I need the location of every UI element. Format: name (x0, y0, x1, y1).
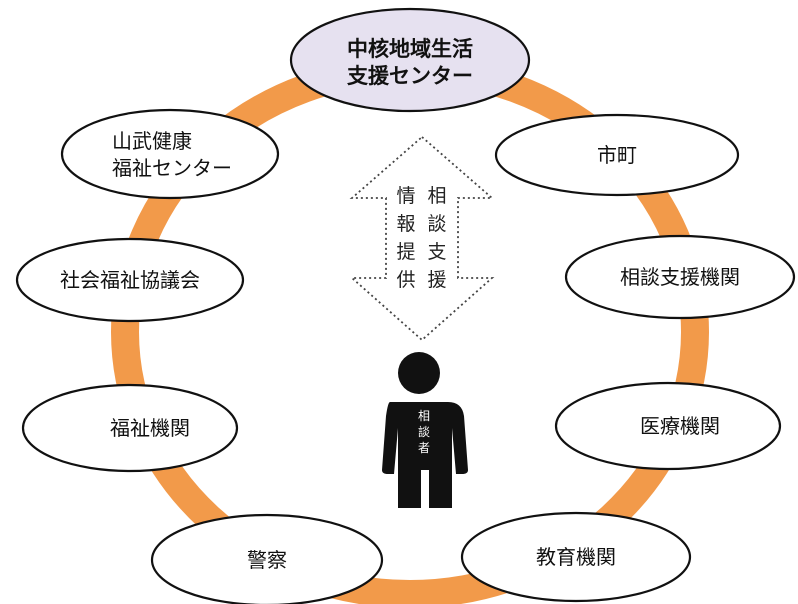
node-shimachi-ellipse (494, 113, 740, 197)
arrow-label-support-3: 支 (427, 241, 446, 263)
node-keisatsu-ellipse (150, 513, 384, 604)
arrow-label-info-4: 供 (396, 269, 415, 291)
person-label-3: 者 (418, 441, 430, 455)
arrow-label-support-2: 談 (427, 213, 446, 235)
node-shimachi-label: 市町 (597, 143, 637, 167)
node-shakai-label: 社会福祉協議会 (60, 268, 200, 292)
node-center: 中核地域生活 支援センター (289, 7, 531, 113)
info-support-arrow: 情 報 提 供 相 談 支 援 (349, 135, 495, 342)
double-arrow-shape (349, 135, 495, 342)
node-yamatake-ellipse (60, 108, 280, 200)
person-body (382, 402, 468, 508)
person-label-2: 談 (418, 424, 430, 439)
node-fukushi-ellipse (21, 383, 239, 473)
node-center-line2: 支援センター (347, 64, 473, 88)
arrow-label-support-1: 相 (427, 185, 446, 207)
arrow-label-info-3: 提 (396, 241, 415, 263)
consulter-person-icon: 相 談 者 (382, 352, 468, 508)
node-center-ellipse (289, 7, 531, 113)
person-head (398, 352, 440, 394)
node-iryou-ellipse (554, 381, 782, 471)
node-shakai-ellipse (15, 237, 245, 323)
node-kyouiku-ellipse (460, 511, 692, 603)
node-yamatake: 山武健康 福祉センター (60, 108, 280, 200)
node-iryou-label: 医療機関 (640, 414, 720, 438)
node-center-line1: 中核地域生活 (347, 37, 473, 61)
node-soudan-label: 相談支援機関 (620, 265, 740, 289)
node-fukushi: 福祉機関 (21, 383, 239, 473)
node-kyouiku-label: 教育機関 (536, 545, 616, 569)
arrow-label-info-1: 情 (396, 185, 415, 207)
node-fukushi-label: 福祉機関 (110, 416, 190, 440)
node-soudan-ellipse (564, 234, 796, 320)
node-soudan: 相談支援機関 (564, 234, 796, 320)
node-shimachi: 市町 (494, 113, 740, 197)
node-yamatake-line2: 福祉センター (112, 156, 232, 180)
node-yamatake-line1: 山武健康 (112, 129, 192, 153)
node-keisatsu: 警察 (150, 513, 384, 604)
node-kyouiku: 教育機関 (460, 511, 692, 603)
arrow-label-info-2: 報 (396, 213, 415, 235)
person-label-1: 相 (418, 409, 430, 423)
node-iryou: 医療機関 (554, 381, 782, 471)
node-keisatsu-label: 警察 (247, 548, 287, 572)
node-shakai: 社会福祉協議会 (15, 237, 245, 323)
arrow-label-support-4: 援 (427, 269, 446, 291)
